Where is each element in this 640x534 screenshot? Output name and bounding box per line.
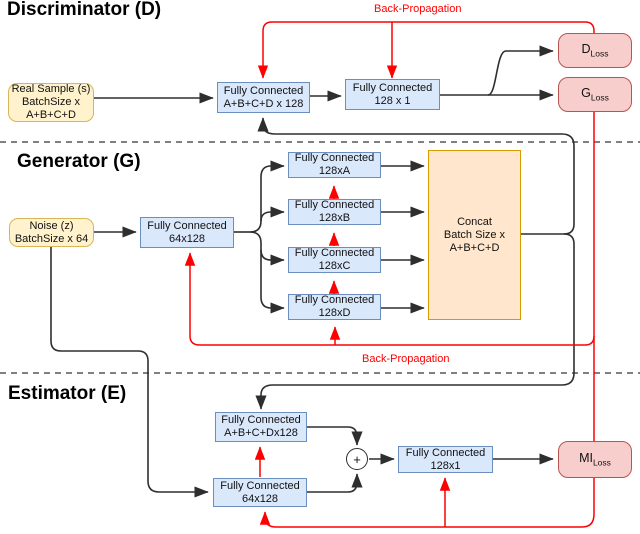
gen-fc-c-line1: Fully Connected bbox=[294, 247, 375, 259]
gen-fc-in-line1: Fully Connected bbox=[147, 219, 227, 232]
disc-fc2-line1: Fully Connected bbox=[352, 81, 433, 94]
est-fc-top-line1: Fully Connected bbox=[221, 414, 301, 426]
concat-line1: Concat bbox=[457, 215, 492, 228]
est-fc-bottom-line1: Fully Connected bbox=[220, 479, 300, 492]
backprop-connectors bbox=[184, 21, 595, 528]
node-est-fc-bottom: Fully Connected 64x128 bbox=[213, 478, 307, 507]
edge-fanout-to-fca bbox=[249, 160, 285, 233]
edge-fanout-to-fcb bbox=[260, 206, 285, 222]
backprop-generator-horizontal bbox=[184, 252, 595, 346]
g-loss-label: GLoss bbox=[581, 86, 609, 103]
node-gen-fc-in: Fully Connected 64x128 bbox=[140, 217, 234, 248]
disc-fc1-line2: A+B+C+D x 128 bbox=[223, 97, 304, 110]
noise-line1: Noise (z) bbox=[29, 219, 74, 232]
gen-fc-a-line2: 128xA bbox=[318, 165, 351, 177]
node-gen-fc-c: Fully Connected 128xC bbox=[288, 247, 381, 273]
sum-node: + bbox=[346, 448, 368, 470]
gen-fc-c-line2: 128xC bbox=[318, 260, 351, 272]
edge-fanout-to-fcd bbox=[249, 231, 285, 314]
section-separators bbox=[0, 141, 640, 374]
gen-fc-a-line1: Fully Connected bbox=[294, 152, 375, 164]
edge-concat-to-estimator bbox=[255, 233, 575, 410]
node-real-sample: Real Sample (s) BatchSize x A+B+C+D bbox=[8, 83, 94, 122]
d-loss-label: DLoss bbox=[581, 42, 609, 59]
node-gen-fc-d: Fully Connected 128xD bbox=[288, 294, 381, 320]
concat-line2: Batch Size x bbox=[443, 228, 506, 241]
gen-fc-d-line2: 128xD bbox=[318, 307, 351, 319]
backprop-label-generator: Back-Propagation bbox=[362, 353, 450, 365]
node-mi-loss: MILoss bbox=[558, 441, 632, 478]
node-disc-fc1: Fully Connected A+B+C+D x 128 bbox=[217, 82, 310, 113]
concat-line3: A+B+C+D bbox=[449, 241, 500, 254]
disc-fc1-line1: Fully Connected bbox=[223, 84, 304, 97]
disc-fc2-line2: 128 x 1 bbox=[374, 94, 411, 107]
node-gen-fc-a: Fully Connected 128xA bbox=[288, 152, 381, 178]
est-fc-out-line1: Fully Connected bbox=[405, 446, 486, 459]
backprop-dloss-to-fc1 bbox=[257, 21, 595, 79]
gen-fc-b-line1: Fully Connected bbox=[294, 199, 375, 211]
node-d-loss: DLoss bbox=[558, 33, 632, 68]
est-fc-top-line2: A+B+C+Dx128 bbox=[224, 427, 298, 439]
node-est-fc-out: Fully Connected 128x1 bbox=[398, 446, 493, 473]
edge-estfcbottom-to-plus bbox=[307, 473, 363, 493]
edge-fanout-to-fcc bbox=[260, 249, 285, 266]
edge-estfctop-to-plus bbox=[307, 426, 363, 446]
node-gen-fc-b: Fully Connected 128xB bbox=[288, 199, 381, 225]
gen-fc-in-line2: 64x128 bbox=[168, 232, 206, 245]
backprop-gloss-down-to-estimator bbox=[259, 112, 595, 528]
est-fc-bottom-line2: 64x128 bbox=[241, 492, 279, 505]
gen-fc-b-line2: 128xB bbox=[318, 212, 351, 224]
est-fc-out-line2: 128x1 bbox=[430, 459, 461, 472]
edge-concat-to-discriminator bbox=[257, 117, 575, 235]
noise-line2: BatchSize x 64 bbox=[14, 232, 89, 245]
real-sample-line2: BatchSize x bbox=[21, 96, 81, 108]
node-noise: Noise (z) BatchSize x 64 bbox=[9, 218, 94, 247]
edge-noise-to-estimator bbox=[50, 247, 209, 498]
real-sample-line3: A+B+C+D bbox=[26, 109, 76, 121]
node-disc-fc2: Fully Connected 128 x 1 bbox=[345, 79, 440, 110]
section-title-discriminator: Discriminator (D) bbox=[7, 0, 162, 20]
backprop-label-discriminator: Back-Propagation bbox=[374, 3, 462, 15]
edge-fc2-to-dloss bbox=[487, 45, 554, 96]
real-sample-line1: Real Sample (s) bbox=[11, 83, 91, 95]
mi-loss-label: MILoss bbox=[579, 451, 611, 468]
node-g-loss: GLoss bbox=[558, 77, 632, 112]
node-concat: Concat Batch Size x A+B+C+D bbox=[428, 150, 521, 320]
gen-fc-d-line1: Fully Connected bbox=[294, 294, 375, 306]
section-title-generator: Generator (G) bbox=[17, 151, 141, 172]
black-connectors bbox=[50, 45, 575, 498]
node-est-fc-top: Fully Connected A+B+C+Dx128 bbox=[215, 412, 307, 442]
section-title-estimator: Estimator (E) bbox=[8, 383, 127, 404]
